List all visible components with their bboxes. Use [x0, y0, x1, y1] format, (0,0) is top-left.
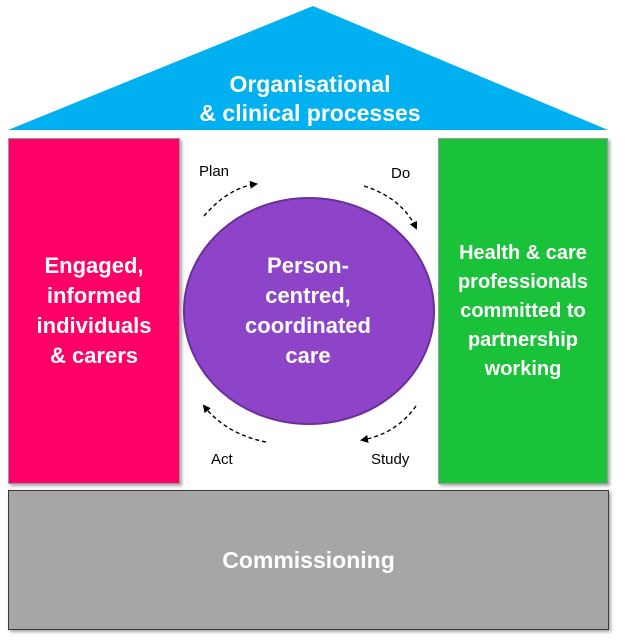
centre-line-4: care	[285, 343, 331, 368]
left-pillar-line-3: individuals	[36, 313, 152, 338]
right-pillar-line-5: working	[484, 357, 562, 380]
arrow-study	[360, 405, 417, 443]
left-pillar-line-1: Engaged,	[44, 253, 144, 278]
left-pillar-line-4: & carers	[49, 343, 139, 368]
right-pillar-label: Health & care professionals committed to…	[452, 239, 594, 384]
centre-line-2: centred,	[265, 283, 351, 308]
right-pillar-line-1: Health & care	[459, 241, 587, 264]
centre-line-1: Person-	[267, 253, 349, 278]
right-pillar-line-4: partnership	[467, 328, 578, 351]
foundation: Commissioning	[8, 490, 609, 630]
cycle-label-do: Do	[391, 165, 411, 182]
right-pillar: Health & care professionals committed to…	[438, 138, 608, 484]
foundation-label: Commissioning	[222, 546, 395, 573]
roof-title-line-2: & clinical processes	[199, 100, 421, 126]
left-pillar-line-2: informed	[46, 283, 142, 308]
cycle-label-study: Study	[371, 451, 410, 468]
arrow-plan	[203, 180, 258, 217]
cycle-label-plan: Plan	[199, 163, 230, 180]
left-pillar: Engaged, informed individuals & carers	[8, 138, 180, 484]
roof-title-line-1: Organisational	[229, 71, 391, 97]
arrow-do	[363, 185, 418, 230]
arrow-act	[202, 404, 267, 443]
right-pillar-line-2: professionals	[457, 270, 589, 293]
centre-cycle-graphic	[183, 180, 435, 443]
cycle-label-act: Act	[211, 451, 233, 468]
roof-triangle	[8, 6, 608, 130]
centre-line-3: coordinated	[245, 313, 371, 338]
centre-circle	[183, 197, 435, 425]
left-pillar-label: Engaged, informed individuals & carers	[31, 251, 158, 371]
right-pillar-line-3: committed to	[460, 299, 586, 322]
centre-label: Person- centred, coordinated care	[208, 251, 408, 371]
